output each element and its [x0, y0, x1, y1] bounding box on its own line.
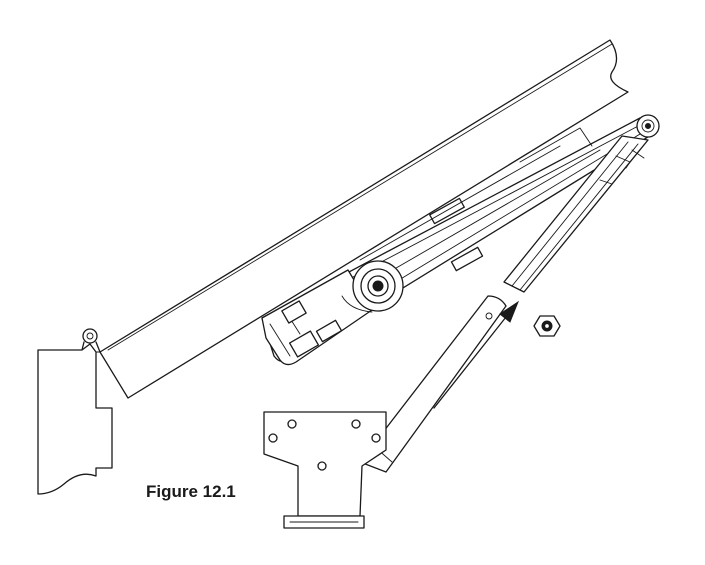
lid-panel: [99, 39, 629, 399]
strut-rod: [359, 295, 507, 473]
strut-tube: [503, 135, 649, 293]
mounting-bracket: [263, 411, 387, 529]
direction-arrow: [433, 300, 520, 409]
figure-caption: Figure 12.1: [146, 482, 236, 501]
cabinet-side: [37, 343, 113, 495]
pivot-bolt: [341, 260, 404, 313]
top-pivot: [636, 114, 660, 138]
hinge-pin: [81, 328, 101, 353]
nut: [533, 315, 561, 337]
